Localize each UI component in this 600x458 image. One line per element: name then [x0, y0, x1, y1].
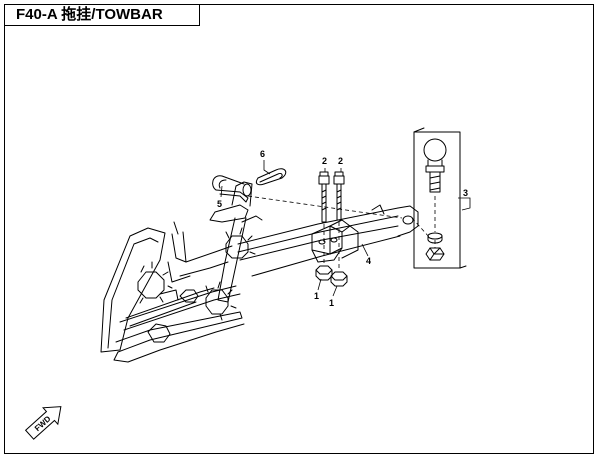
hitch-ball-box	[413, 127, 467, 269]
hitch-ball	[423, 138, 447, 193]
callout-5: 5	[217, 199, 222, 209]
callout-labels: 6 5 2 2 3 4 1 1	[217, 149, 468, 308]
title-box: F40-A 拖挂/TOWBAR	[4, 4, 200, 26]
bolt-left	[318, 171, 330, 223]
callout-4: 4	[366, 256, 371, 266]
page-title: F40-A 拖挂/TOWBAR	[16, 6, 163, 23]
callout-3: 3	[463, 188, 468, 198]
callout-2-right: 2	[338, 156, 343, 166]
alignment-lines	[247, 195, 436, 270]
hitch-nut	[425, 247, 445, 261]
diagram-frame	[4, 4, 594, 454]
callout-1-right: 1	[329, 298, 334, 308]
bolt-right	[333, 171, 345, 221]
callout-2-left: 2	[322, 156, 327, 166]
r-clip	[255, 168, 287, 186]
tow-bracket	[311, 219, 359, 263]
hitch-pin	[212, 175, 252, 203]
nut-right	[330, 271, 348, 287]
leader-lines	[220, 160, 471, 297]
callout-6: 6	[260, 149, 265, 159]
fwd-arrow: FWD	[24, 406, 62, 440]
tow-arm	[237, 204, 419, 277]
callout-1-left: 1	[314, 291, 319, 301]
rear-frame	[100, 181, 263, 363]
nut-left	[315, 265, 333, 281]
